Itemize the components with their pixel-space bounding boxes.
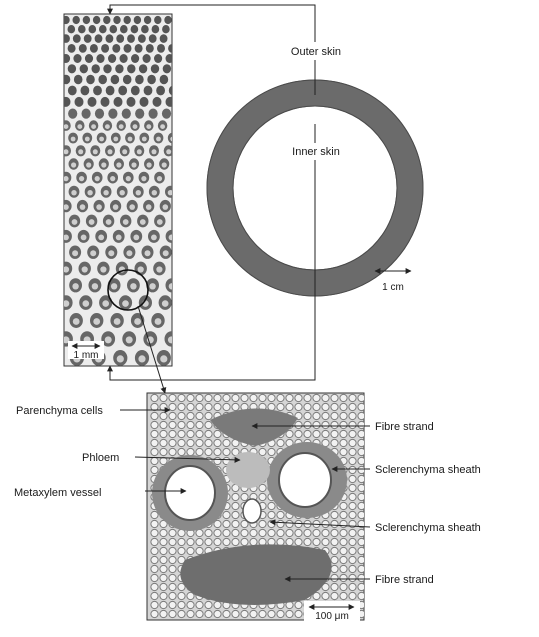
vascular-bundle-micrograph bbox=[146, 392, 365, 621]
label-outer-skin: Outer skin bbox=[291, 46, 341, 58]
annotation-arrows bbox=[120, 407, 371, 582]
labels: Outer skin Inner skin Parenchyma cells P… bbox=[14, 42, 481, 586]
label-metaxylem-vessel: Metaxylem vessel bbox=[14, 487, 101, 499]
highlight-circle bbox=[107, 269, 149, 311]
culm-wall-strip bbox=[63, 13, 173, 367]
scale-bar-micro: 100 μm bbox=[304, 601, 360, 622]
label-inner-skin: Inner skin bbox=[292, 146, 340, 158]
label-fibre-strand-bottom: Fibre strand bbox=[375, 574, 434, 586]
scale-label-micro: 100 μm bbox=[315, 611, 349, 622]
label-phloem: Phloem bbox=[82, 452, 119, 464]
metaxylem-vessel-left bbox=[164, 465, 216, 521]
scale-label-ring: 1 cm bbox=[382, 282, 404, 293]
scale-bar-strip: 1 mm bbox=[68, 341, 104, 361]
label-fibre-strand-top: Fibre strand bbox=[375, 421, 434, 433]
label-sclerenchyma-sheath-1: Sclerenchyma sheath bbox=[375, 464, 481, 476]
metaxylem-vessel-right bbox=[278, 452, 332, 508]
scale-label-strip: 1 mm bbox=[74, 350, 99, 361]
fibre-strand-bottom-shape bbox=[180, 544, 332, 605]
phloem-region bbox=[226, 452, 270, 488]
scale-bar-ring: 1 cm bbox=[374, 268, 412, 293]
label-parenchyma-cells: Parenchyma cells bbox=[16, 405, 103, 417]
label-sclerenchyma-sheath-2: Sclerenchyma sheath bbox=[375, 522, 481, 534]
